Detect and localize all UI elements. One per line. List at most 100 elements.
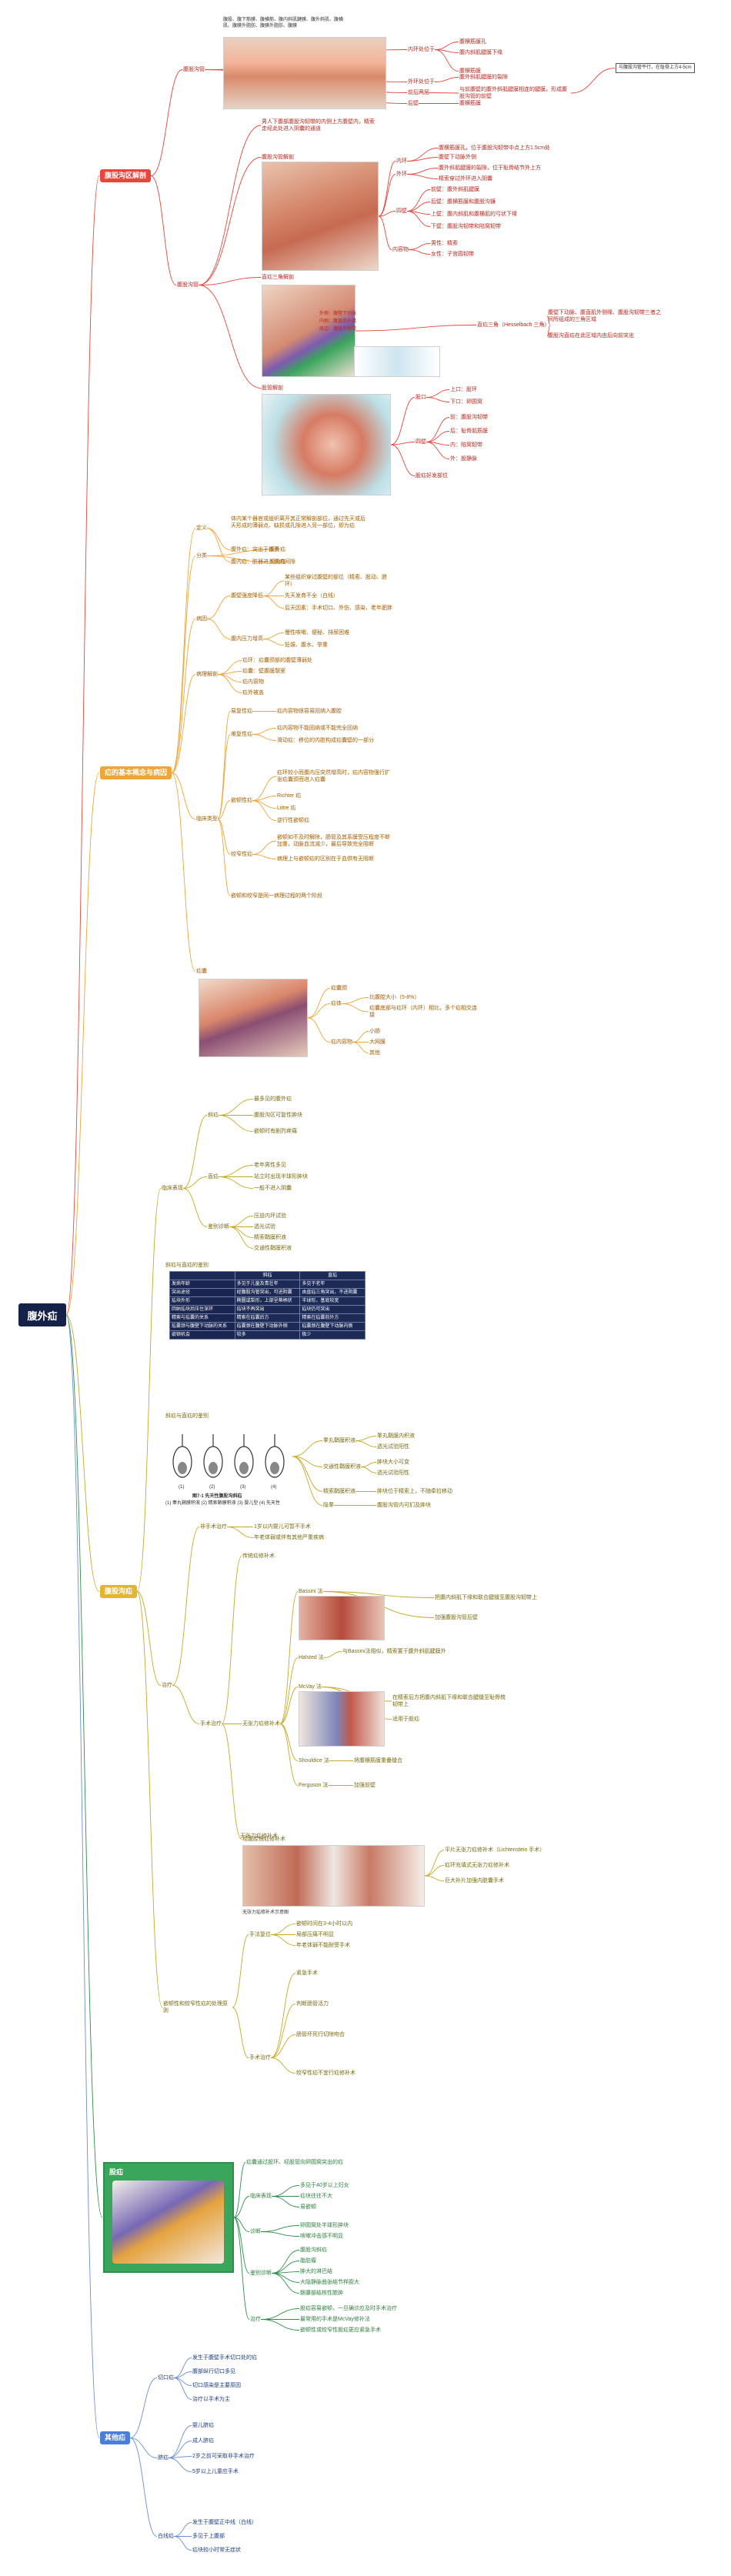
causes-weak-sub-2: 后天因素：手术切口、外伤、感染、老年肥胖 [285,606,392,611]
mesh-name[interactable]: 无张力疝修补术 [240,1834,278,1839]
femoral-part-2[interactable]: 股疝好发部位 [416,473,448,479]
image-item-2[interactable]: 疝内容物 [331,1039,352,1045]
connector-line [355,1436,377,1441]
other-item-1[interactable]: 脐疝 [158,2455,169,2461]
image-item-1[interactable]: 疝体 [331,1001,342,1006]
causes-pressure[interactable]: 腹内压力增高 [231,636,263,642]
connector-line [229,1226,254,1238]
special-name[interactable]: 嵌顿性和绞窄性疝的处理原则 [163,2001,228,2014]
table-label[interactable]: 斜疝与直疝的鉴别 [165,1263,209,1268]
femoral-item-1[interactable]: 诊断 [250,2229,261,2234]
connector-line [260,2319,300,2331]
types-item-2[interactable]: 嵌顿性疝 [231,798,252,803]
triangle-name[interactable]: 直疝三角（Hesselbach 三角） [477,322,550,328]
concept-image-label[interactable]: 疝囊 [196,969,207,974]
fig-block-label[interactable]: 斜疝与直疝的鉴别 [165,1413,209,1419]
connector-line [341,1003,369,1013]
method-4[interactable]: Ferguson 法 [299,1783,329,1788]
wall-item-2[interactable]: 前后两层 [408,90,429,95]
canal-struct-label[interactable]: 腹股沟管解剖 [262,155,294,160]
concept-structure[interactable]: 病理解剖 [196,672,218,677]
method-1[interactable]: Halsted 法 [299,1655,324,1660]
fig-item-3[interactable]: 隐睾 [323,1503,334,1508]
femoral-label[interactable]: 股管解剖 [262,385,283,391]
canal-part-0[interactable]: 内环 [396,158,407,164]
triangle-label[interactable]: 直疝三角解剖 [262,275,294,280]
other-item-1-sub-1: 成人脐疝 [192,2438,214,2444]
wall-item-3[interactable]: 后壁 [408,101,419,106]
connector-line [252,800,277,809]
inguinal-exam[interactable]: 鉴别诊断 [208,1224,229,1230]
root-node[interactable]: 腹外疝 [18,1303,66,1326]
branch-inguinal[interactable]: 腹股沟疝 [100,1585,138,1598]
direct-name[interactable]: 直疝 [208,1174,219,1180]
concept-causes[interactable]: 病因 [196,616,207,622]
concept-types[interactable]: 临床类型 [196,816,218,822]
other-item-0[interactable]: 切口疝 [158,2375,174,2381]
indirect-name[interactable]: 斜疝 [208,1113,219,1118]
canal-part-2-sub-2: 上壁：腹内斜肌和腹横肌的弓状下缘 [431,212,517,217]
fig-item-0[interactable]: 睾丸鞘膜积液 [323,1438,355,1443]
connector-line [408,243,431,250]
wall-label[interactable]: 腹股沟管 [183,67,205,72]
wall-item-1[interactable]: 外环处位于 [408,79,435,85]
surgery-name[interactable]: 手术治疗 [249,2055,271,2060]
method-3[interactable]: Shouldice 法 [299,1758,329,1763]
femoral-part-1[interactable]: 四壁 [416,439,426,445]
fig-item-2[interactable]: 精索鞘膜积液 [323,1489,355,1494]
types-item-1[interactable]: 难复性疝 [231,732,252,737]
concept-def-sub-1: 腹内疝：脏器进入腹内间隙 [231,559,295,565]
canal-label[interactable]: 腹股沟管 [177,282,199,288]
femoral-item-3[interactable]: 治疗 [250,2317,261,2322]
connector-line [182,1188,208,1227]
connector-line [271,2273,300,2294]
branch-concept[interactable]: 疝的基本概念与病因 [100,766,172,779]
wall-item-0[interactable]: 内环处位于 [408,47,435,52]
connector-line [233,2196,250,2218]
types-item-0[interactable]: 易复性疝 [231,709,252,714]
table-cell: 疝囊颈在腹壁下动脉内侧 [299,1322,366,1331]
image-item-0[interactable]: 疝囊颈 [331,986,347,991]
method-3-sub-0: 将腹横筋膜重叠缝合 [354,1758,402,1763]
connector-line [217,819,231,896]
canal-part-0-sub-0: 腹横筋膜孔，位于腹股沟韧带中点上方1.5cm处 [439,145,551,151]
method-0[interactable]: Bassini 法 [299,1589,323,1594]
causes-weak-sub-0: 某些组织穿过腹壁的部位（精索、股动、脐环） [285,575,387,587]
direct-sub-1: 站立时出现半球形肿块 [254,1174,308,1180]
indirect-sub-2: 嵌顿时有剧烈疼痛 [254,1129,297,1134]
other-item-2[interactable]: 白线疝 [158,2534,174,2539]
canal-part-2[interactable]: 四壁 [396,209,407,214]
treatment-label[interactable]: 治疗 [162,1683,172,1688]
inguinal-types[interactable]: 临床表现 [162,1186,183,1191]
fig-item-1[interactable]: 交通性鞘膜积液 [323,1464,361,1470]
other-item-2-sub-1: 多见于上腹部 [192,2534,225,2539]
method-2[interactable]: McVay 法 [299,1684,322,1690]
femoral-item-0[interactable]: 临床表现 [250,2194,272,2199]
table-cell: 疝块仍可突出 [299,1305,366,1314]
nonop-name[interactable]: 非手术治疗 [200,1524,227,1530]
branch-anatomy[interactable]: 腹股沟区解剖 [100,169,152,182]
canal-part-3[interactable]: 内容物 [392,247,409,252]
table-cell: 半球形，基底较宽 [299,1296,366,1306]
types-item-3[interactable]: 绞窄性疝 [231,852,252,857]
branch-other[interactable]: 其他疝 [100,2431,131,2444]
causes-weak[interactable]: 腹壁强度降低 [231,593,263,599]
indirect-sub-1: 腹股沟区可复性肿块 [254,1113,302,1118]
causes-pressure-sub-0: 慢性咳嗽、便秘、排尿困难 [285,630,349,636]
connector-line [262,580,285,596]
canal-part-1[interactable]: 外环 [396,172,407,177]
concept-classify[interactable]: 分类 [196,553,207,559]
concept-def[interactable]: 定义 [196,526,207,531]
canal-part-2-sub-1: 后壁：腹横筋膜和腹股沟镰 [431,199,496,205]
op-name[interactable]: 手术治疗 [200,1721,222,1727]
connector-line [378,161,396,217]
connector-line [168,2458,192,2472]
femoral-part-0[interactable]: 股口 [416,395,426,400]
op-sub-1: 无张力疝修补术 [242,1721,280,1727]
femoral-item-2[interactable]: 鉴别诊断 [250,2271,272,2276]
connector-line [279,1687,299,1724]
concept-intro: 体内某个器官或组织离开其正常解剖部位，通过先天或后天形成的薄弱点、缺损或孔隙进入… [231,516,366,529]
types-item-1-sub-1: 滑动疝：移位的内脏构成疝囊壁的一部分 [277,738,374,743]
method-1-sub-0: 与Bassini法相似，精索置于腹外斜肌腱膜外 [342,1649,446,1654]
manual-name[interactable]: 手法复位 [249,1932,271,1937]
